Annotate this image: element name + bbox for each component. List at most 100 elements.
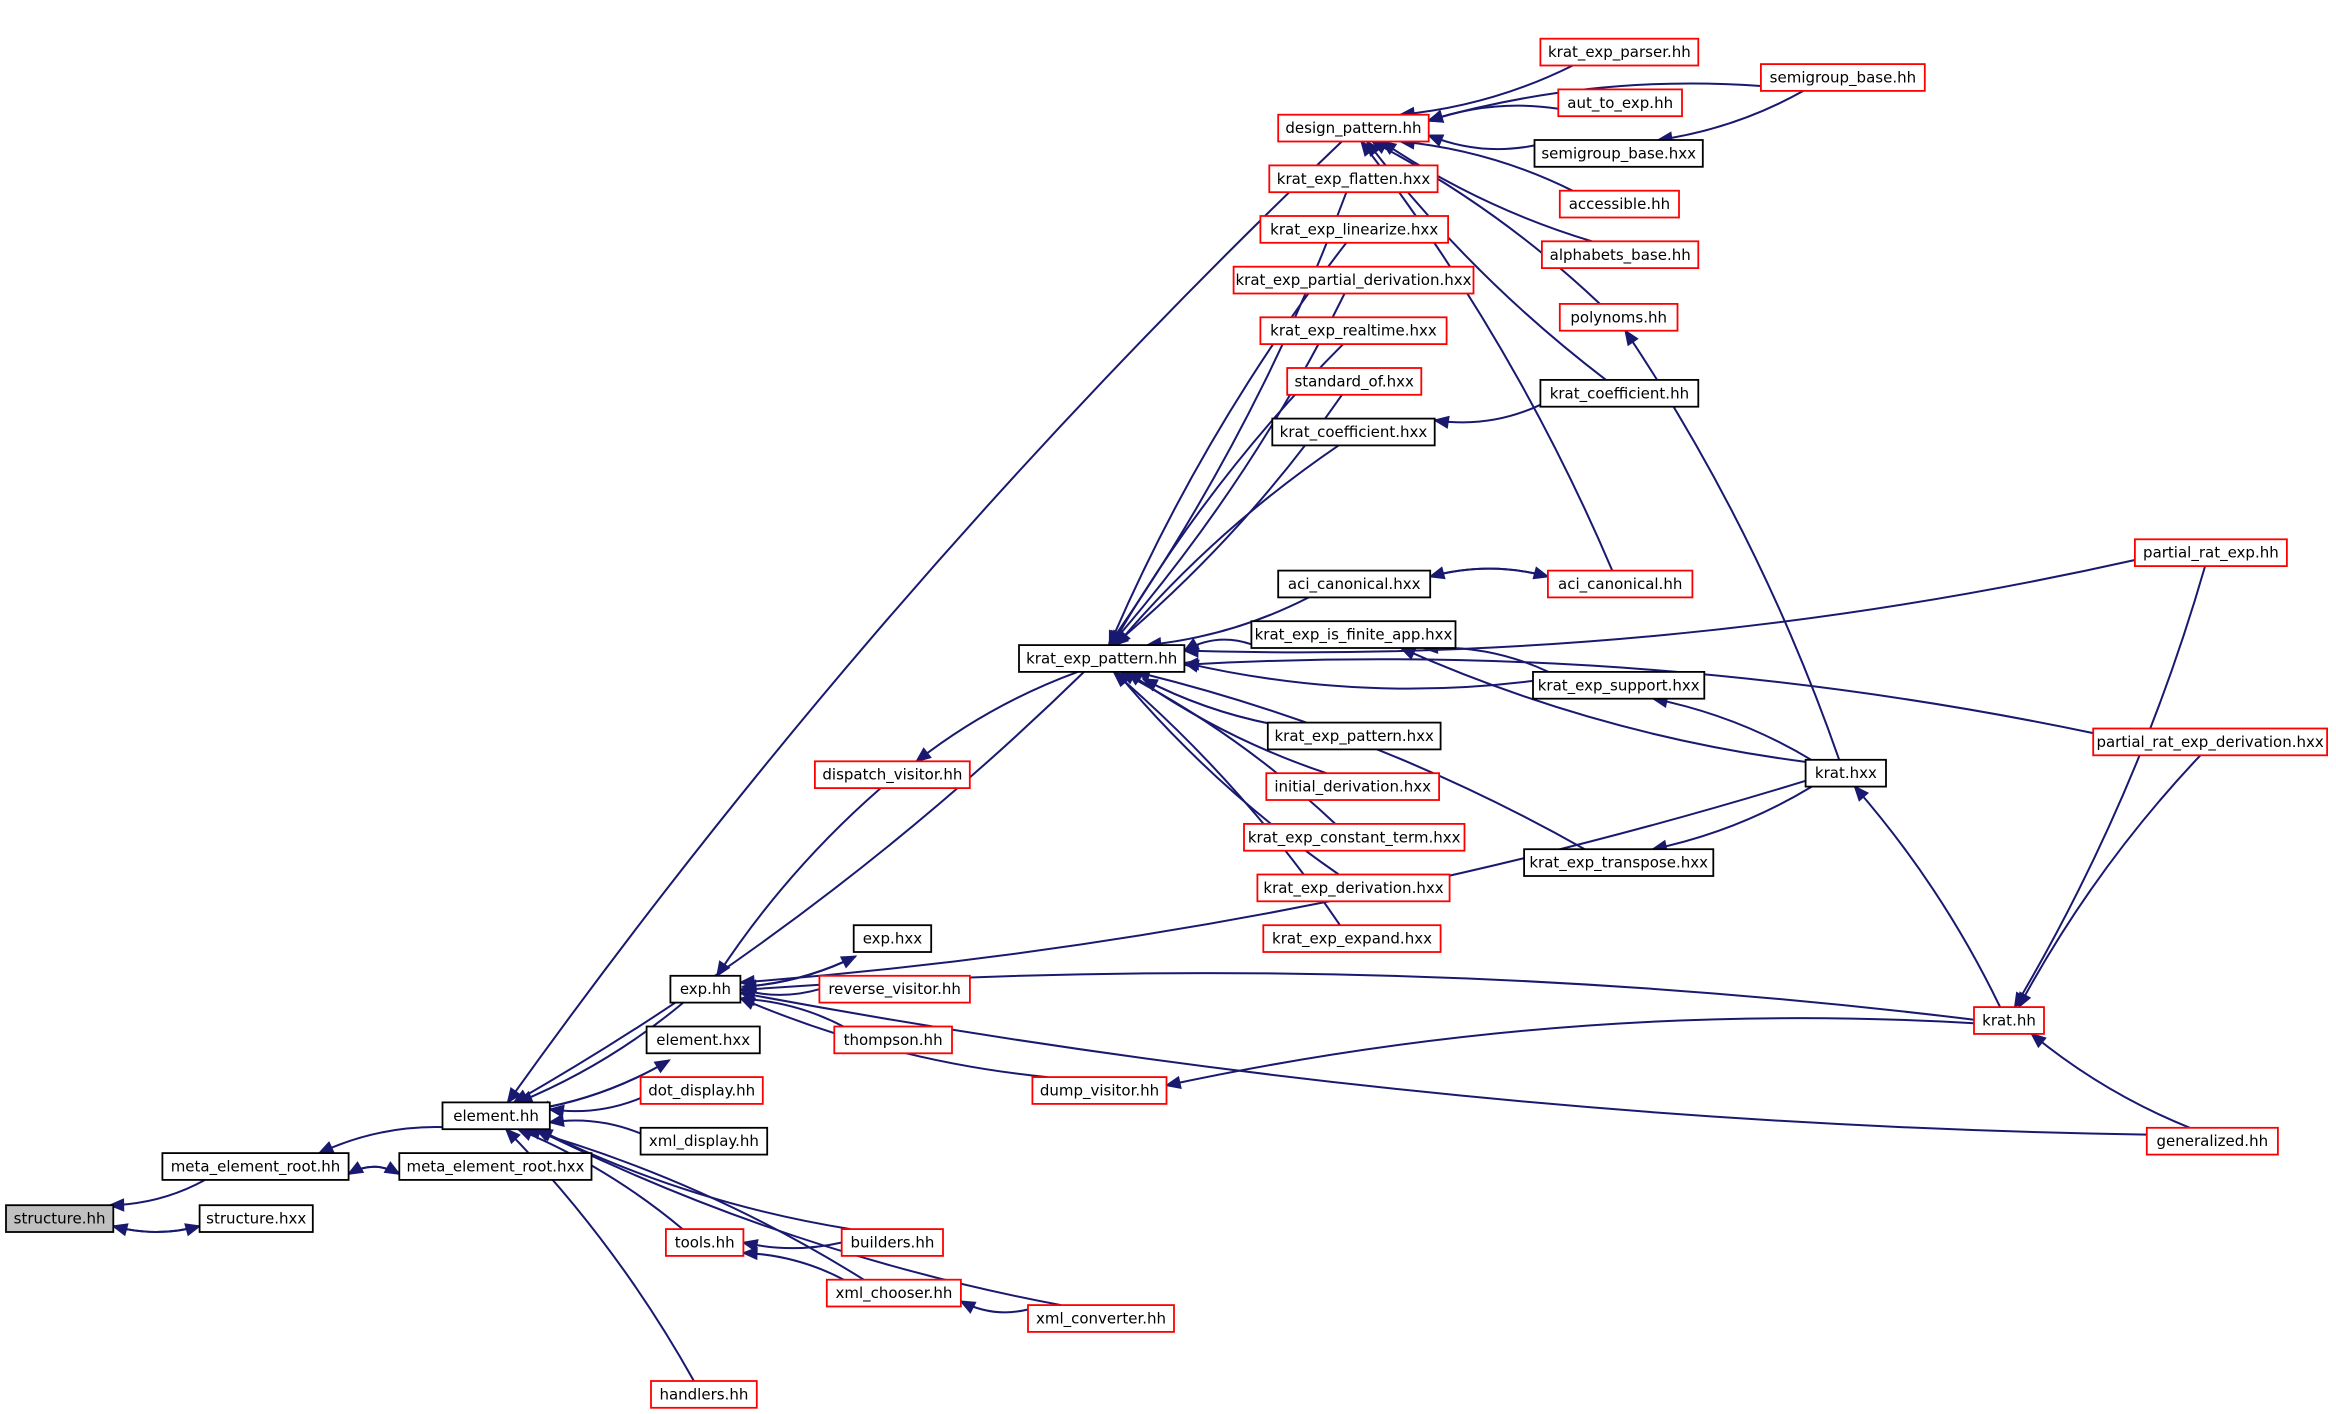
node-krat-exp-pattern-hh[interactable]: krat_exp_pattern.hh <box>1018 644 1186 673</box>
node-box <box>1973 1006 2045 1035</box>
node-box <box>650 1380 758 1409</box>
edge-krat_hh-to-krat_hxx <box>1853 785 2002 1008</box>
node-semigroup-base-hh[interactable]: semigroup_base.hh <box>1760 63 1926 92</box>
node-box <box>1286 367 1423 396</box>
node-krat-coefficient-hxx[interactable]: krat_coefficient.hxx <box>1271 417 1436 447</box>
edge-partial_rat_exp_hh-to-krat_hh <box>2013 565 2207 1008</box>
node-box <box>669 974 742 1004</box>
node-label: exp.hh <box>680 980 731 998</box>
node-alphabets-base-hh[interactable]: alphabets_base.hh <box>1541 240 1700 270</box>
node-element-hh[interactable]: element.hh <box>441 1101 551 1131</box>
node-initial-derivation-hxx[interactable]: initial_derivation.hxx <box>1265 772 1441 801</box>
node-krat-exp-support-hxx[interactable]: krat_exp_support.hxx <box>1532 671 1706 700</box>
node-label: meta_element_root.hxx <box>406 1158 584 1177</box>
node-krat-exp-flatten-hxx[interactable]: krat_exp_flatten.hxx <box>1268 164 1439 194</box>
edges-layer <box>108 64 2207 1382</box>
node-semigroup-base-hxx[interactable]: semigroup_base.hxx <box>1533 139 1704 168</box>
node-box <box>1804 758 1887 788</box>
node-krat-exp-partial-derivation-hxx[interactable]: krat_exp_partial_derivation.hxx <box>1232 265 1475 295</box>
node-element-hxx[interactable]: element.hxx <box>645 1025 761 1055</box>
node-krat-hh[interactable]: krat.hh <box>1973 1006 2045 1035</box>
node-label: krat_exp_parser.hh <box>1548 43 1691 62</box>
node-structure-hxx[interactable]: structure.hxx <box>198 1204 314 1233</box>
node-label: semigroup_base.hh <box>1770 69 1916 88</box>
node-box <box>1277 569 1432 599</box>
node-box <box>645 1025 761 1055</box>
edge-partial_rat_exp_derivation_hxx-to-krat_exp_pattern_hh <box>1184 658 2094 735</box>
node-dispatch-visitor-hh[interactable]: dispatch_visitor.hh <box>814 760 971 789</box>
node-box <box>198 1204 314 1233</box>
node-box <box>1266 721 1442 751</box>
node-tools-hh[interactable]: tools.hh <box>665 1228 745 1257</box>
node-partial-rat-exp-derivation-hxx[interactable]: partial_rat_exp_derivation.hxx <box>2092 727 2328 757</box>
node-meta-element-root-hh[interactable]: meta_element_root.hh <box>161 1152 350 1181</box>
node-krat-exp-linearize-hxx[interactable]: krat_exp_linearize.hxx <box>1259 215 1450 244</box>
node-krat-exp-is-finite-app-hxx[interactable]: krat_exp_is_finite_app.hxx <box>1250 620 1457 649</box>
edge-krat_exp_parser_hh-to-design_pattern_hh <box>1400 64 1573 116</box>
node-label: aci_canonical.hxx <box>1288 575 1421 594</box>
edge-krat_exp_pattern_hh-to-element_hh <box>513 671 1085 1104</box>
node-label: exp.hxx <box>863 930 923 948</box>
node-aci-canonical-hxx[interactable]: aci_canonical.hxx <box>1277 569 1432 599</box>
node-krat-exp-realtime-hxx[interactable]: krat_exp_realtime.hxx <box>1259 316 1448 345</box>
node-label: element.hh <box>453 1107 539 1125</box>
node-krat-exp-derivation-hxx[interactable]: krat_exp_derivation.hxx <box>1256 873 1451 903</box>
node-meta-element-root-hxx[interactable]: meta_element_root.hxx <box>398 1152 593 1181</box>
edge-aci_canonical_hh-to-design_pattern_hh <box>1360 140 1614 571</box>
arrowhead-aci_canonical_hxx-to-aci_canonical_hh <box>1532 566 1550 580</box>
node-partial-rat-exp-hh[interactable]: partial_rat_exp.hh <box>2133 538 2288 567</box>
node-label: krat_exp_transpose.hxx <box>1529 854 1708 873</box>
node-xml-display-hh[interactable]: xml_display.hh <box>639 1126 769 1156</box>
node-label: dot_display.hh <box>648 1082 755 1101</box>
node-box <box>1547 569 1694 599</box>
node-box <box>1532 671 1706 700</box>
arrowhead-design_pattern_hh-to-element_hh <box>506 1087 522 1104</box>
node-krat-exp-expand-hxx[interactable]: krat_exp_expand.hxx <box>1262 924 1442 953</box>
arrowhead-generalized_hh-to-exp_hh <box>738 988 756 1002</box>
node-label: krat_exp_constant_term.hxx <box>1248 828 1461 847</box>
node-label: krat_exp_derivation.hxx <box>1263 879 1443 898</box>
node-label: krat_exp_support.hxx <box>1538 676 1700 695</box>
node-krat-exp-parser-hh[interactable]: krat_exp_parser.hh <box>1539 37 1700 67</box>
arrowhead-krat_hh-to-krat_hxx <box>1853 785 1870 802</box>
node-builders-hh[interactable]: builders.hh <box>840 1228 944 1257</box>
node-design-pattern-hh[interactable]: design_pattern.hh <box>1277 113 1430 143</box>
node-accessible-hh[interactable]: accessible.hh <box>1558 189 1680 219</box>
node-box <box>1259 215 1450 244</box>
node-krat-exp-constant-term-hxx[interactable]: krat_exp_constant_term.hxx <box>1243 823 1466 852</box>
node-reverse-visitor-hh[interactable]: reverse_visitor.hh <box>818 974 971 1004</box>
node-box <box>1018 644 1186 673</box>
arrowhead-krat_hxx-to-krat_exp_is_finite_app_hxx <box>1399 647 1417 660</box>
node-exp-hxx[interactable]: exp.hxx <box>852 924 933 953</box>
node-generalized-hh[interactable]: generalized.hh <box>2145 1126 2279 1156</box>
node-label: semigroup_base.hxx <box>1541 144 1696 163</box>
node-polynoms-hh[interactable]: polynoms.hh <box>1558 302 1679 332</box>
node-label: krat_exp_pattern.hxx <box>1274 727 1434 746</box>
node-dump-visitor-hh[interactable]: dump_visitor.hh <box>1031 1076 1168 1105</box>
edge-dispatch_visitor_hh-to-exp_hh <box>716 787 882 977</box>
node-krat-exp-pattern-hxx[interactable]: krat_exp_pattern.hxx <box>1266 721 1442 751</box>
node-thompson-hh[interactable]: thompson.hh <box>833 1025 953 1055</box>
node-krat-coefficient-hh[interactable]: krat_coefficient.hh <box>1539 378 1700 408</box>
node-xml-converter-hh[interactable]: xml_converter.hh <box>1027 1304 1175 1333</box>
node-xml-chooser-hh[interactable]: xml_chooser.hh <box>825 1278 962 1308</box>
node-exp-hh[interactable]: exp.hh <box>669 974 742 1004</box>
node-handlers-hh[interactable]: handlers.hh <box>650 1380 758 1409</box>
node-krat-hxx[interactable]: krat.hxx <box>1804 758 1887 788</box>
node-box <box>2133 538 2288 567</box>
node-box <box>1259 316 1448 345</box>
arrowhead-krat_exp_pattern_hh-to-dispatch_visitor_hh <box>914 747 932 763</box>
node-label: krat_exp_flatten.hxx <box>1277 170 1431 189</box>
arrowhead-xml_display_hh-to-element_hh <box>547 1113 565 1128</box>
node-krat-exp-transpose-hxx[interactable]: krat_exp_transpose.hxx <box>1523 848 1715 877</box>
node-aut-to-exp-hh[interactable]: aut_to_exp.hh <box>1557 88 1683 118</box>
node-dot-display-hh[interactable]: dot_display.hh <box>639 1076 764 1105</box>
node-aci-canonical-hh[interactable]: aci_canonical.hh <box>1547 569 1694 599</box>
node-box <box>840 1228 944 1257</box>
node-box <box>441 1101 551 1131</box>
node-box <box>1558 302 1679 332</box>
node-label: krat_exp_realtime.hxx <box>1270 322 1437 341</box>
node-label: meta_element_root.hh <box>171 1158 341 1177</box>
node-label: design_pattern.hh <box>1285 119 1421 138</box>
node-standard-of-hxx[interactable]: standard_of.hxx <box>1286 367 1423 396</box>
